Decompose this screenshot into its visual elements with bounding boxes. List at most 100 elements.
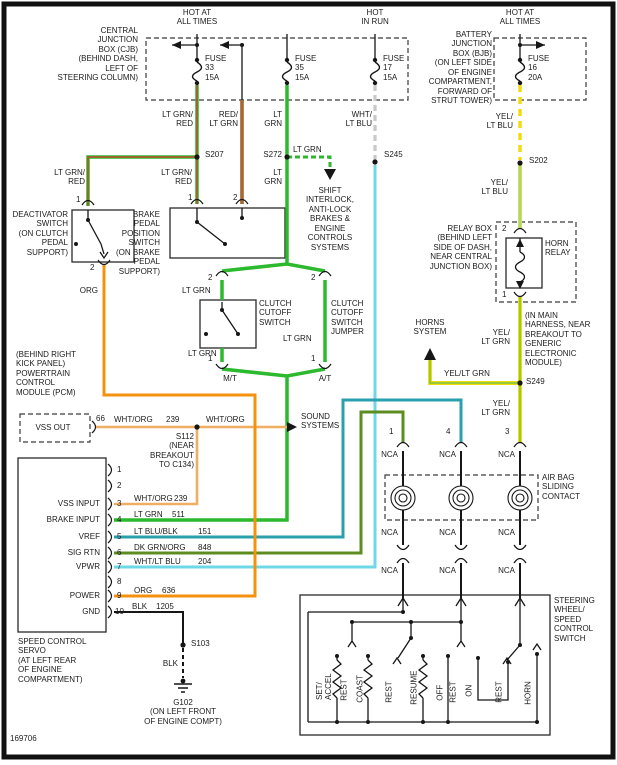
bpp-switch-box: [169, 207, 286, 259]
hot-feed-bus: [172, 34, 545, 100]
wire-label-wht-org-b: WHT/ORG: [206, 415, 245, 424]
ccj-pin2: 2: [311, 273, 316, 282]
airbag-sliding-contact-label: AIR BAG SLIDING CONTACT: [542, 473, 581, 501]
splice-s207: [194, 154, 200, 160]
airbag-col4-pin: 4: [446, 427, 451, 436]
switch-label-horn: HORN: [523, 681, 533, 705]
servo-label: SPEED CONTROL SERVO (AT LEFT REAR OF ENG…: [18, 637, 87, 684]
wire-label-yel-lt-grn-b: YEL/ LT GRN: [481, 399, 510, 418]
wire-label-lt-grn-red-c: LT GRN/ RED: [54, 168, 85, 187]
deactivator-pin2: 2: [90, 263, 95, 272]
airbag-columns: [390, 451, 533, 598]
wire-label-red-lt-grn: RED/ LT GRN: [209, 110, 238, 129]
bjb-label: BATTERY JUNCTION BOX (BJB) (ON LEFT SIDE…: [428, 30, 492, 106]
sound-systems-label: SOUND SYSTEMS: [301, 412, 340, 431]
cjb-label: CENTRAL JUNCTION BOX (CJB) (BEHIND DASH,…: [57, 26, 138, 83]
bjb-box: [493, 37, 587, 101]
servo-vss-input: VSS INPUT: [57, 499, 100, 508]
horn-relay-symbol: [514, 238, 526, 289]
fuse-33-label: FUSE 33 15A: [205, 54, 227, 82]
mt-label: M/T: [223, 374, 237, 383]
servo-pin-4: 4: [117, 515, 122, 524]
wire-label-wht-org-a: WHT/ORG: [114, 415, 153, 424]
splice-dots: [180, 154, 523, 684]
wire-yel-lt-grn: [428, 297, 522, 443]
at-label: A/T: [318, 374, 332, 383]
splice-label-s112: S112 (NEAR BREAKOUT TO C134): [149, 432, 194, 470]
wire-label-lt-grn-red-a: LT GRN/ RED: [162, 110, 193, 129]
g102-label: G102 (ON LEFT FRONT OF ENGINE COMPT): [144, 698, 222, 726]
splice-label-s249: S249: [526, 377, 545, 386]
splice-label-s202: S202: [529, 156, 548, 165]
ccj-pin1: 1: [311, 354, 316, 363]
servo-pin-6: 6: [117, 548, 122, 557]
diagram-id: 169706: [10, 734, 37, 743]
splice-s272: [284, 154, 290, 160]
wire-label-org-b: ORG: [134, 586, 153, 595]
circuit-511: 511: [172, 510, 185, 519]
fuse-17-icon: [369, 61, 381, 82]
wire-label-lt-grn-cc-bot: LT GRN: [188, 349, 217, 358]
servo-power: POWER: [69, 591, 100, 600]
splice-label-s103: S103: [191, 639, 210, 648]
wire-label-wht-lt-blu-b: WHT/LT BLU: [134, 557, 181, 566]
wire-blk: [114, 611, 192, 693]
bpp-pin1: 1: [188, 193, 193, 202]
wire-label-wht-lt-blu-a: WHT/ LT BLU: [345, 110, 372, 129]
switch-label-rest-3: REST: [448, 681, 458, 703]
deactivator-pin1: 1: [76, 195, 81, 204]
wire-label-lt-grn-b: LT GRN: [264, 168, 282, 187]
fuse-16-icon: [514, 61, 526, 82]
nca-3: NCA: [498, 450, 515, 459]
wire-lt-blu-blk: [114, 398, 463, 539]
switch-internals: [74, 208, 244, 336]
splice-label-s245: S245: [384, 150, 403, 159]
servo-pin-3: 3: [117, 499, 122, 508]
fuse-17-label: FUSE 17 15A: [383, 54, 405, 82]
servo-pin-8: 8: [117, 577, 122, 586]
horns-system-label: HORNS SYSTEM: [413, 318, 447, 337]
switch-label-rest-4: REST: [494, 681, 504, 703]
hot-at-all-times-right: HOT AT ALL TIMES: [499, 8, 541, 27]
steering-switch-internals: [307, 596, 542, 724]
clutch-cutoff-switch-box: [199, 299, 257, 349]
pcm-label: (BEHIND RIGHT KICK PANEL) POWERTRAIN CON…: [16, 350, 76, 397]
splice-label-s272: S272: [263, 150, 282, 159]
circuit-151: 151: [198, 527, 212, 536]
splice-s249: [517, 380, 523, 386]
servo-pin-1: 1: [117, 465, 122, 474]
relay-pin2: 2: [502, 224, 507, 233]
wire-label-lt-grn-branch: LT GRN: [293, 145, 322, 154]
splice-s202: [517, 160, 523, 166]
airbag-col1-pin: 1: [389, 427, 394, 436]
relay-box-label: RELAY BOX (BEHIND LEFT SIDE OF DASH, NEA…: [429, 224, 492, 271]
deactivator-switch-label: DEACTIVATOR SWITCH (ON CLUTCH PEDAL SUPP…: [12, 210, 68, 257]
servo-pin-5: 5: [117, 532, 122, 541]
wire-wht-lt-blu: [114, 165, 377, 569]
servo-gnd: GND: [82, 607, 100, 616]
fuse-33-icon: [191, 61, 203, 82]
airbag-col3-pin: 3: [505, 427, 510, 436]
servo-brake-input: BRAKE INPUT: [46, 515, 100, 524]
fuse-symbols: [191, 57, 526, 86]
switch-label-on: ON: [464, 684, 474, 697]
switch-label-rest-1: REST: [339, 679, 349, 701]
wire-label-lt-grn-a: LT GRN: [264, 110, 282, 129]
wire-org: [102, 264, 257, 598]
servo-pin-7: 7: [117, 562, 122, 571]
wire-label-org: ORG: [79, 286, 98, 295]
wire-label-wht-org-c: WHT/ORG: [134, 494, 173, 503]
nca-7: NCA: [381, 566, 398, 575]
circuit-1205: 1205: [156, 602, 174, 611]
switch-label-rest-2: REST: [384, 681, 394, 703]
shift-systems-label: SHIFT INTERLOCK, ANTI-LOCK BRAKES & ENGI…: [305, 186, 354, 252]
vss-out-box: [19, 413, 91, 443]
wire-label-yel-lt-blu-a: YEL/ LT BLU: [486, 112, 513, 131]
wire-label-yel-lt-blu-b: YEL/ LT BLU: [481, 178, 508, 197]
nca-4: NCA: [381, 528, 398, 537]
horn-relay-label: HORN RELAY: [545, 239, 571, 258]
wire-label-lt-grn-jumper: LT GRN: [283, 334, 312, 343]
clutch-cutoff-switch-label: CLUTCH CUTOFF SWITCH: [259, 299, 292, 327]
component-boxes: [17, 207, 551, 736]
cjb-box: [145, 37, 409, 101]
